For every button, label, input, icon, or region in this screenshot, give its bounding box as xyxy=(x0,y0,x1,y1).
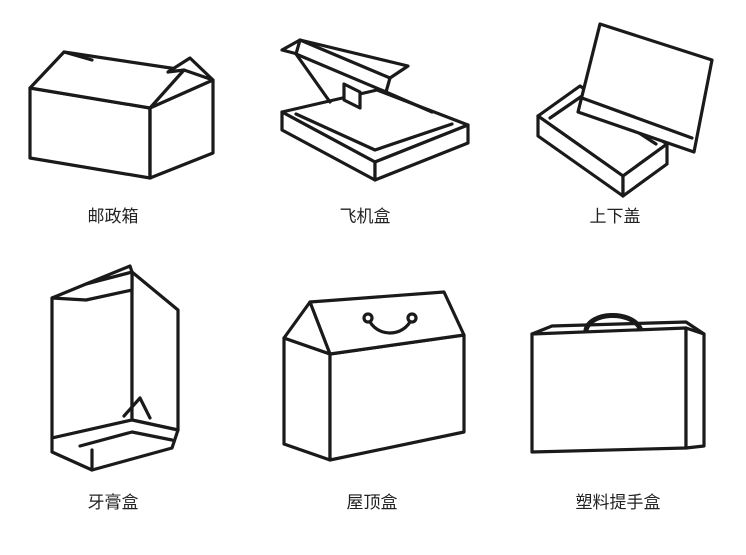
box-label-gable-top-box: 屋顶盒 xyxy=(347,493,398,513)
plastic-handle-box-illustration xyxy=(530,313,706,454)
airplane-box-illustration xyxy=(280,38,470,182)
lid-base-box-illustration xyxy=(536,22,714,198)
gable-top-box-illustration xyxy=(282,290,466,462)
box-label-mailing-box: 邮政箱 xyxy=(88,207,139,227)
mailing-box-illustration xyxy=(28,50,215,180)
box-label-toothpaste-box: 牙膏盒 xyxy=(88,492,139,513)
toothpaste-box-illustration xyxy=(50,264,180,472)
box-label-airplane-box: 飞机盒 xyxy=(340,207,391,227)
box-label-plastic-handle-box: 塑料提手盒 xyxy=(576,493,661,513)
box-label-lid-base-box: 上下盖 xyxy=(590,207,641,227)
